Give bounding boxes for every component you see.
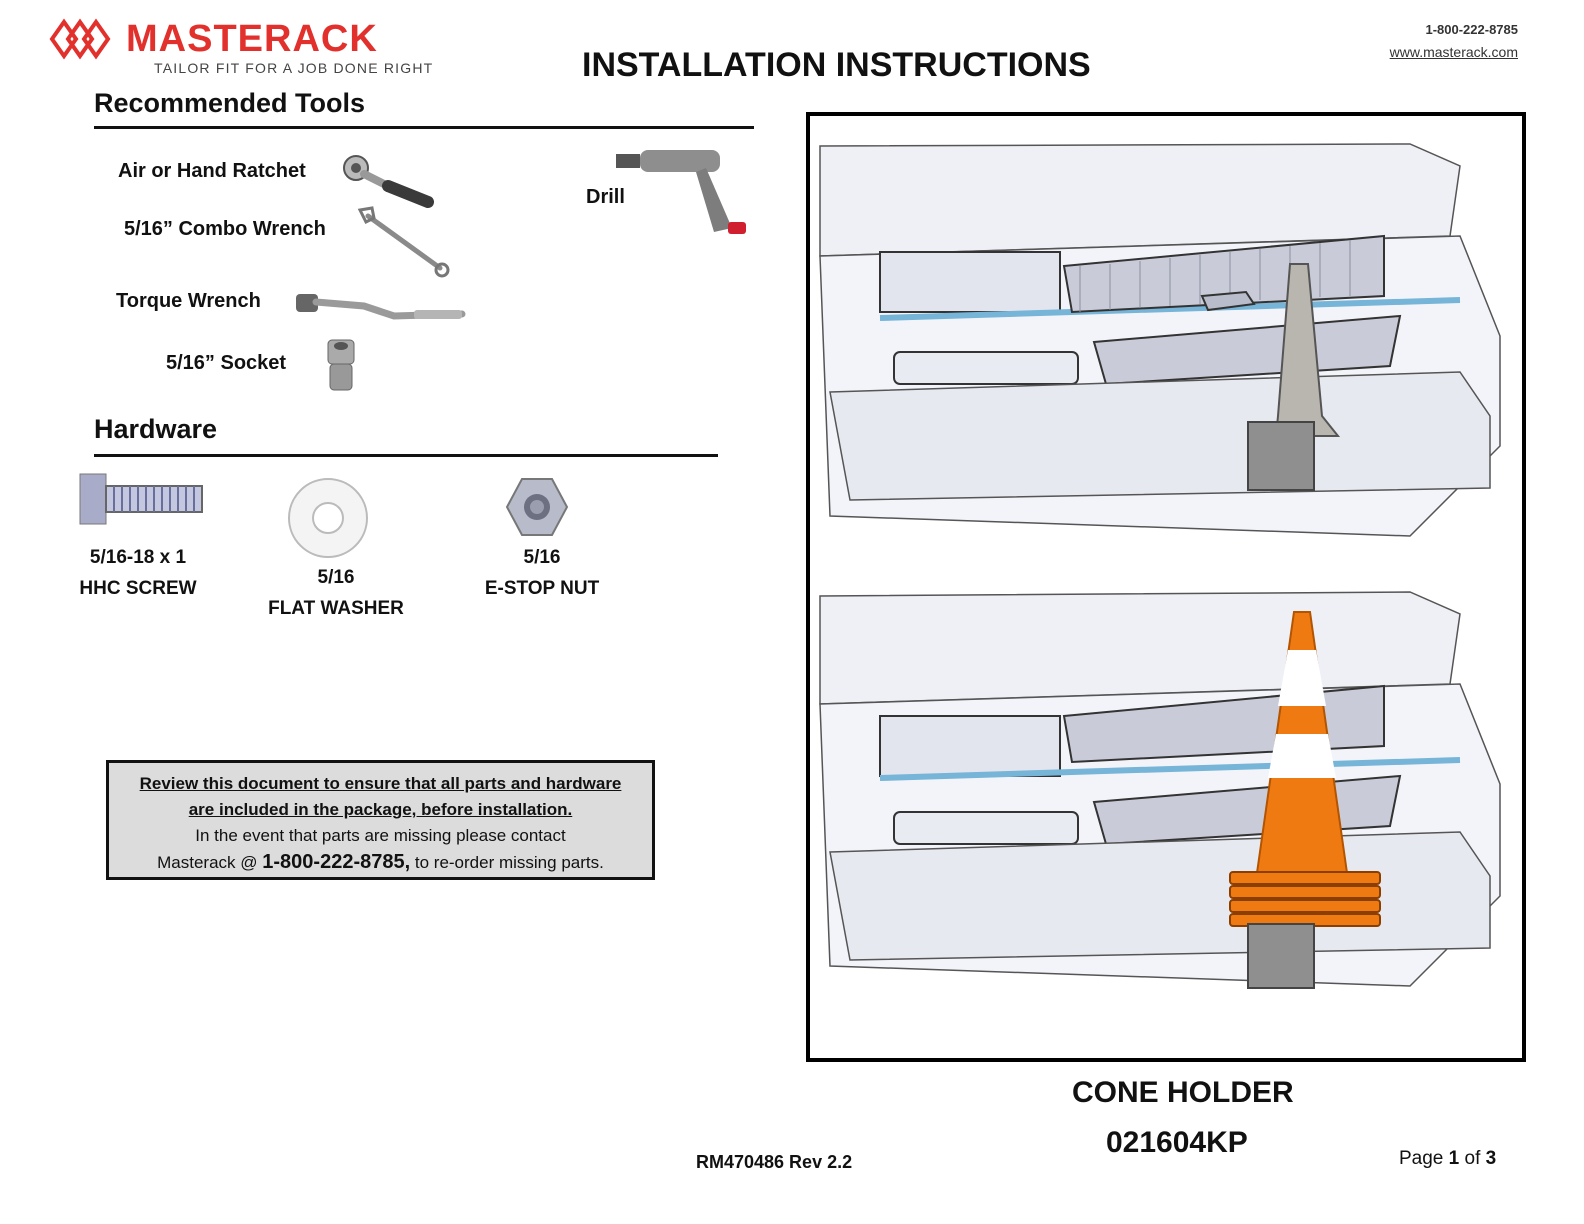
- washer-size: 5/16: [317, 567, 355, 588]
- hardware-heading: Hardware: [94, 414, 218, 444]
- torque-wrench-icon: [296, 294, 466, 320]
- notice-line-2: are included in the package, before inst…: [188, 800, 573, 819]
- notice-line-3: In the event that parts are missing plea…: [195, 826, 566, 845]
- hardware-washer-label: 5/16 FLAT WASHER: [256, 562, 416, 624]
- page-total: 3: [1485, 1148, 1497, 1169]
- nut-icon: [505, 478, 569, 536]
- page-indicator: Page 1 of 3: [1399, 1148, 1496, 1170]
- hardware-nut-label: 5/16 E-STOP NUT: [462, 542, 622, 604]
- hardware-divider: [94, 454, 718, 457]
- vehicle-front-illustration: [819, 143, 1501, 989]
- nut-name: E-STOP NUT: [484, 578, 600, 599]
- tools-divider: [94, 126, 754, 129]
- page-current: 1: [1448, 1148, 1460, 1169]
- socket-icon: [327, 339, 355, 391]
- product-name: CONE HOLDER: [1072, 1076, 1294, 1109]
- ratchet-icon: [343, 155, 434, 208]
- tool-label-combo-wrench: 5/16” Combo Wrench: [124, 218, 326, 240]
- brand-name: MASTERACK: [126, 18, 378, 60]
- screw-size: 5/16-18 x 1: [89, 547, 187, 568]
- tool-label-torque-wrench: Torque Wrench: [116, 290, 261, 312]
- nut-size: 5/16: [523, 547, 561, 568]
- missing-parts-notice: Review this document to ensure that all …: [106, 760, 655, 880]
- bracket-mounted-view: [819, 143, 1501, 537]
- tools-heading: Recommended Tools: [94, 88, 366, 118]
- screw-name: HHC SCREW: [79, 578, 197, 599]
- product-code: 021604KP: [1106, 1126, 1248, 1159]
- cone-mounted-view: [819, 591, 1501, 989]
- tool-label-drill: Drill: [586, 186, 625, 208]
- notice-line-4: Masterack @ 1-800-222-8785, to re-order …: [109, 849, 652, 876]
- washer-icon: [288, 478, 368, 558]
- notice-contact-prefix: Masterack @: [157, 853, 263, 872]
- header-website-link[interactable]: www.masterack.com: [1389, 44, 1518, 60]
- screw-icon: [79, 473, 203, 525]
- notice-line-1: Review this document to ensure that all …: [139, 774, 622, 793]
- tool-label-ratchet: Air or Hand Ratchet: [118, 160, 306, 182]
- combo-wrench-icon: [357, 206, 450, 278]
- page-of: of: [1459, 1148, 1486, 1169]
- document-revision: RM470486 Rev 2.2: [696, 1152, 853, 1172]
- header-phone: 1-800-222-8785: [1425, 22, 1518, 37]
- masterack-logo-mark: [49, 18, 111, 60]
- product-illustration-frame: [806, 112, 1526, 1062]
- brand-tagline: TAILOR FIT FOR A JOB DONE RIGHT: [154, 60, 434, 76]
- notice-phone: 1-800-222-8785,: [262, 851, 411, 873]
- page-word: Page: [1399, 1148, 1449, 1169]
- page-title: INSTALLATION INSTRUCTIONS: [582, 46, 1091, 84]
- washer-name: FLAT WASHER: [268, 598, 404, 619]
- hardware-screw-label: 5/16-18 x 1 HHC SCREW: [68, 542, 208, 604]
- notice-contact-suffix: to re-order missing parts.: [410, 853, 604, 872]
- tool-label-socket: 5/16” Socket: [166, 352, 287, 374]
- drill-icon: [616, 150, 746, 234]
